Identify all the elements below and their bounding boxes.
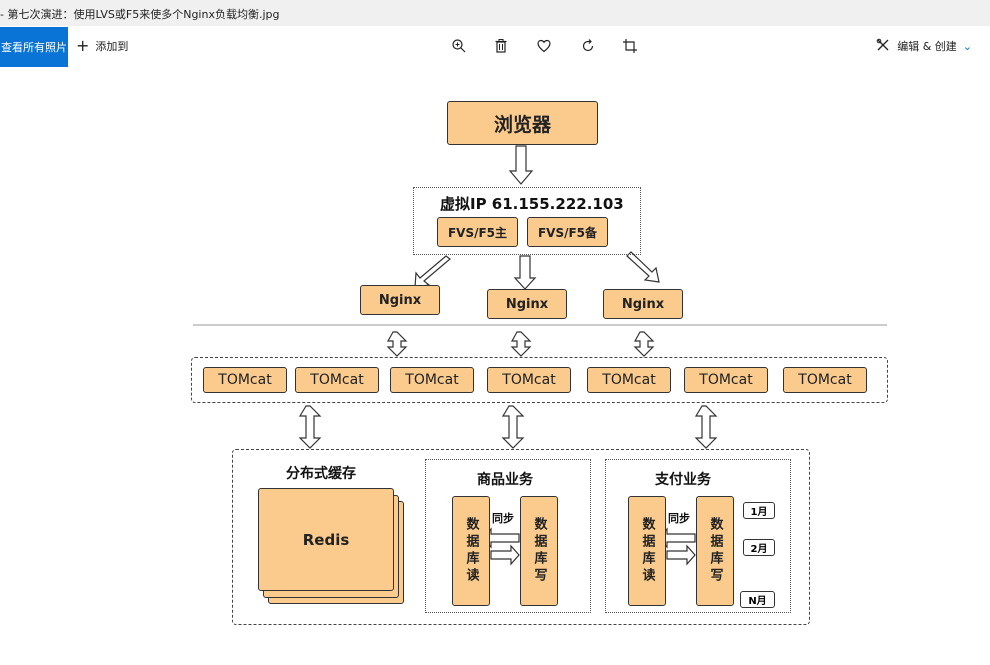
- goods-business-group: [425, 459, 591, 613]
- payment-business-group: [605, 459, 791, 613]
- edit-create-icon: [875, 37, 891, 56]
- edit-create-label: 编辑 & 创建: [897, 40, 957, 53]
- nginx-node: Nginx: [603, 289, 683, 319]
- payment-business-label: 支付业务: [655, 472, 711, 488]
- rotate-icon[interactable]: [578, 36, 598, 56]
- tomcat-node: TOMcat: [487, 367, 571, 393]
- virtual-ip-group: [413, 187, 641, 255]
- month-shard-2: 2月: [743, 539, 775, 556]
- tomcat-cluster: [191, 357, 888, 403]
- add-to-button[interactable]: + 添加到: [76, 35, 128, 57]
- goods-db-read-node: 数据库读: [452, 496, 490, 606]
- nginx-node: Nginx: [487, 289, 567, 319]
- pay-db-read-node: 数据库读: [628, 496, 666, 606]
- data-layer-group: [232, 449, 810, 625]
- tomcat-node: TOMcat: [295, 367, 379, 393]
- tomcat-node: TOMcat: [390, 367, 474, 393]
- lb-primary-node: FVS/F5主: [437, 217, 518, 247]
- crop-icon[interactable]: [620, 36, 640, 56]
- virtual-ip-label: 虚拟IP 61.155.222.103: [440, 195, 624, 213]
- goods-sync-label: 同步: [492, 512, 514, 525]
- window-titlebar: - 第七次演进：使用LVS或F5来使多个Nginx负载均衡.jpg: [0, 0, 990, 26]
- window-title: - 第七次演进：使用LVS或F5来使多个Nginx负载均衡.jpg: [0, 8, 280, 21]
- nginx-node: Nginx: [360, 285, 440, 315]
- goods-db-write-node: 数据库写: [520, 496, 558, 606]
- lb-backup-node: FVS/F5备: [527, 217, 608, 247]
- tomcat-node: TOMcat: [203, 367, 287, 393]
- distributed-cache-label: 分布式缓存: [286, 466, 356, 482]
- zoom-in-icon[interactable]: [449, 36, 469, 56]
- photo-canvas: 浏览器 虚拟IP 61.155.222.103 FVS/F5主 FVS/F5备 …: [0, 66, 990, 665]
- tomcat-node: TOMcat: [684, 367, 768, 393]
- pay-db-write-node: 数据库写: [696, 496, 734, 606]
- edit-create-button[interactable]: 编辑 & 创建 ⌄: [875, 36, 972, 56]
- connector-arrows: [193, 145, 887, 566]
- month-shard-n: N月: [740, 591, 775, 608]
- plus-icon: +: [76, 36, 90, 55]
- add-to-label: 添加到: [95, 40, 129, 53]
- favorite-heart-icon[interactable]: [534, 36, 554, 56]
- view-all-photos-button[interactable]: 查看所有照片: [0, 27, 68, 67]
- pay-sync-label: 同步: [668, 512, 690, 525]
- toolbar: [0, 26, 990, 66]
- redis-node: Redis: [258, 488, 394, 591]
- chevron-down-icon: ⌄: [962, 39, 972, 53]
- tomcat-node: TOMcat: [587, 367, 671, 393]
- month-shard-1: 1月: [743, 502, 775, 519]
- goods-business-label: 商品业务: [477, 472, 533, 488]
- tomcat-node: TOMcat: [783, 367, 867, 393]
- delete-icon[interactable]: [491, 36, 511, 56]
- browser-node: 浏览器: [447, 101, 598, 145]
